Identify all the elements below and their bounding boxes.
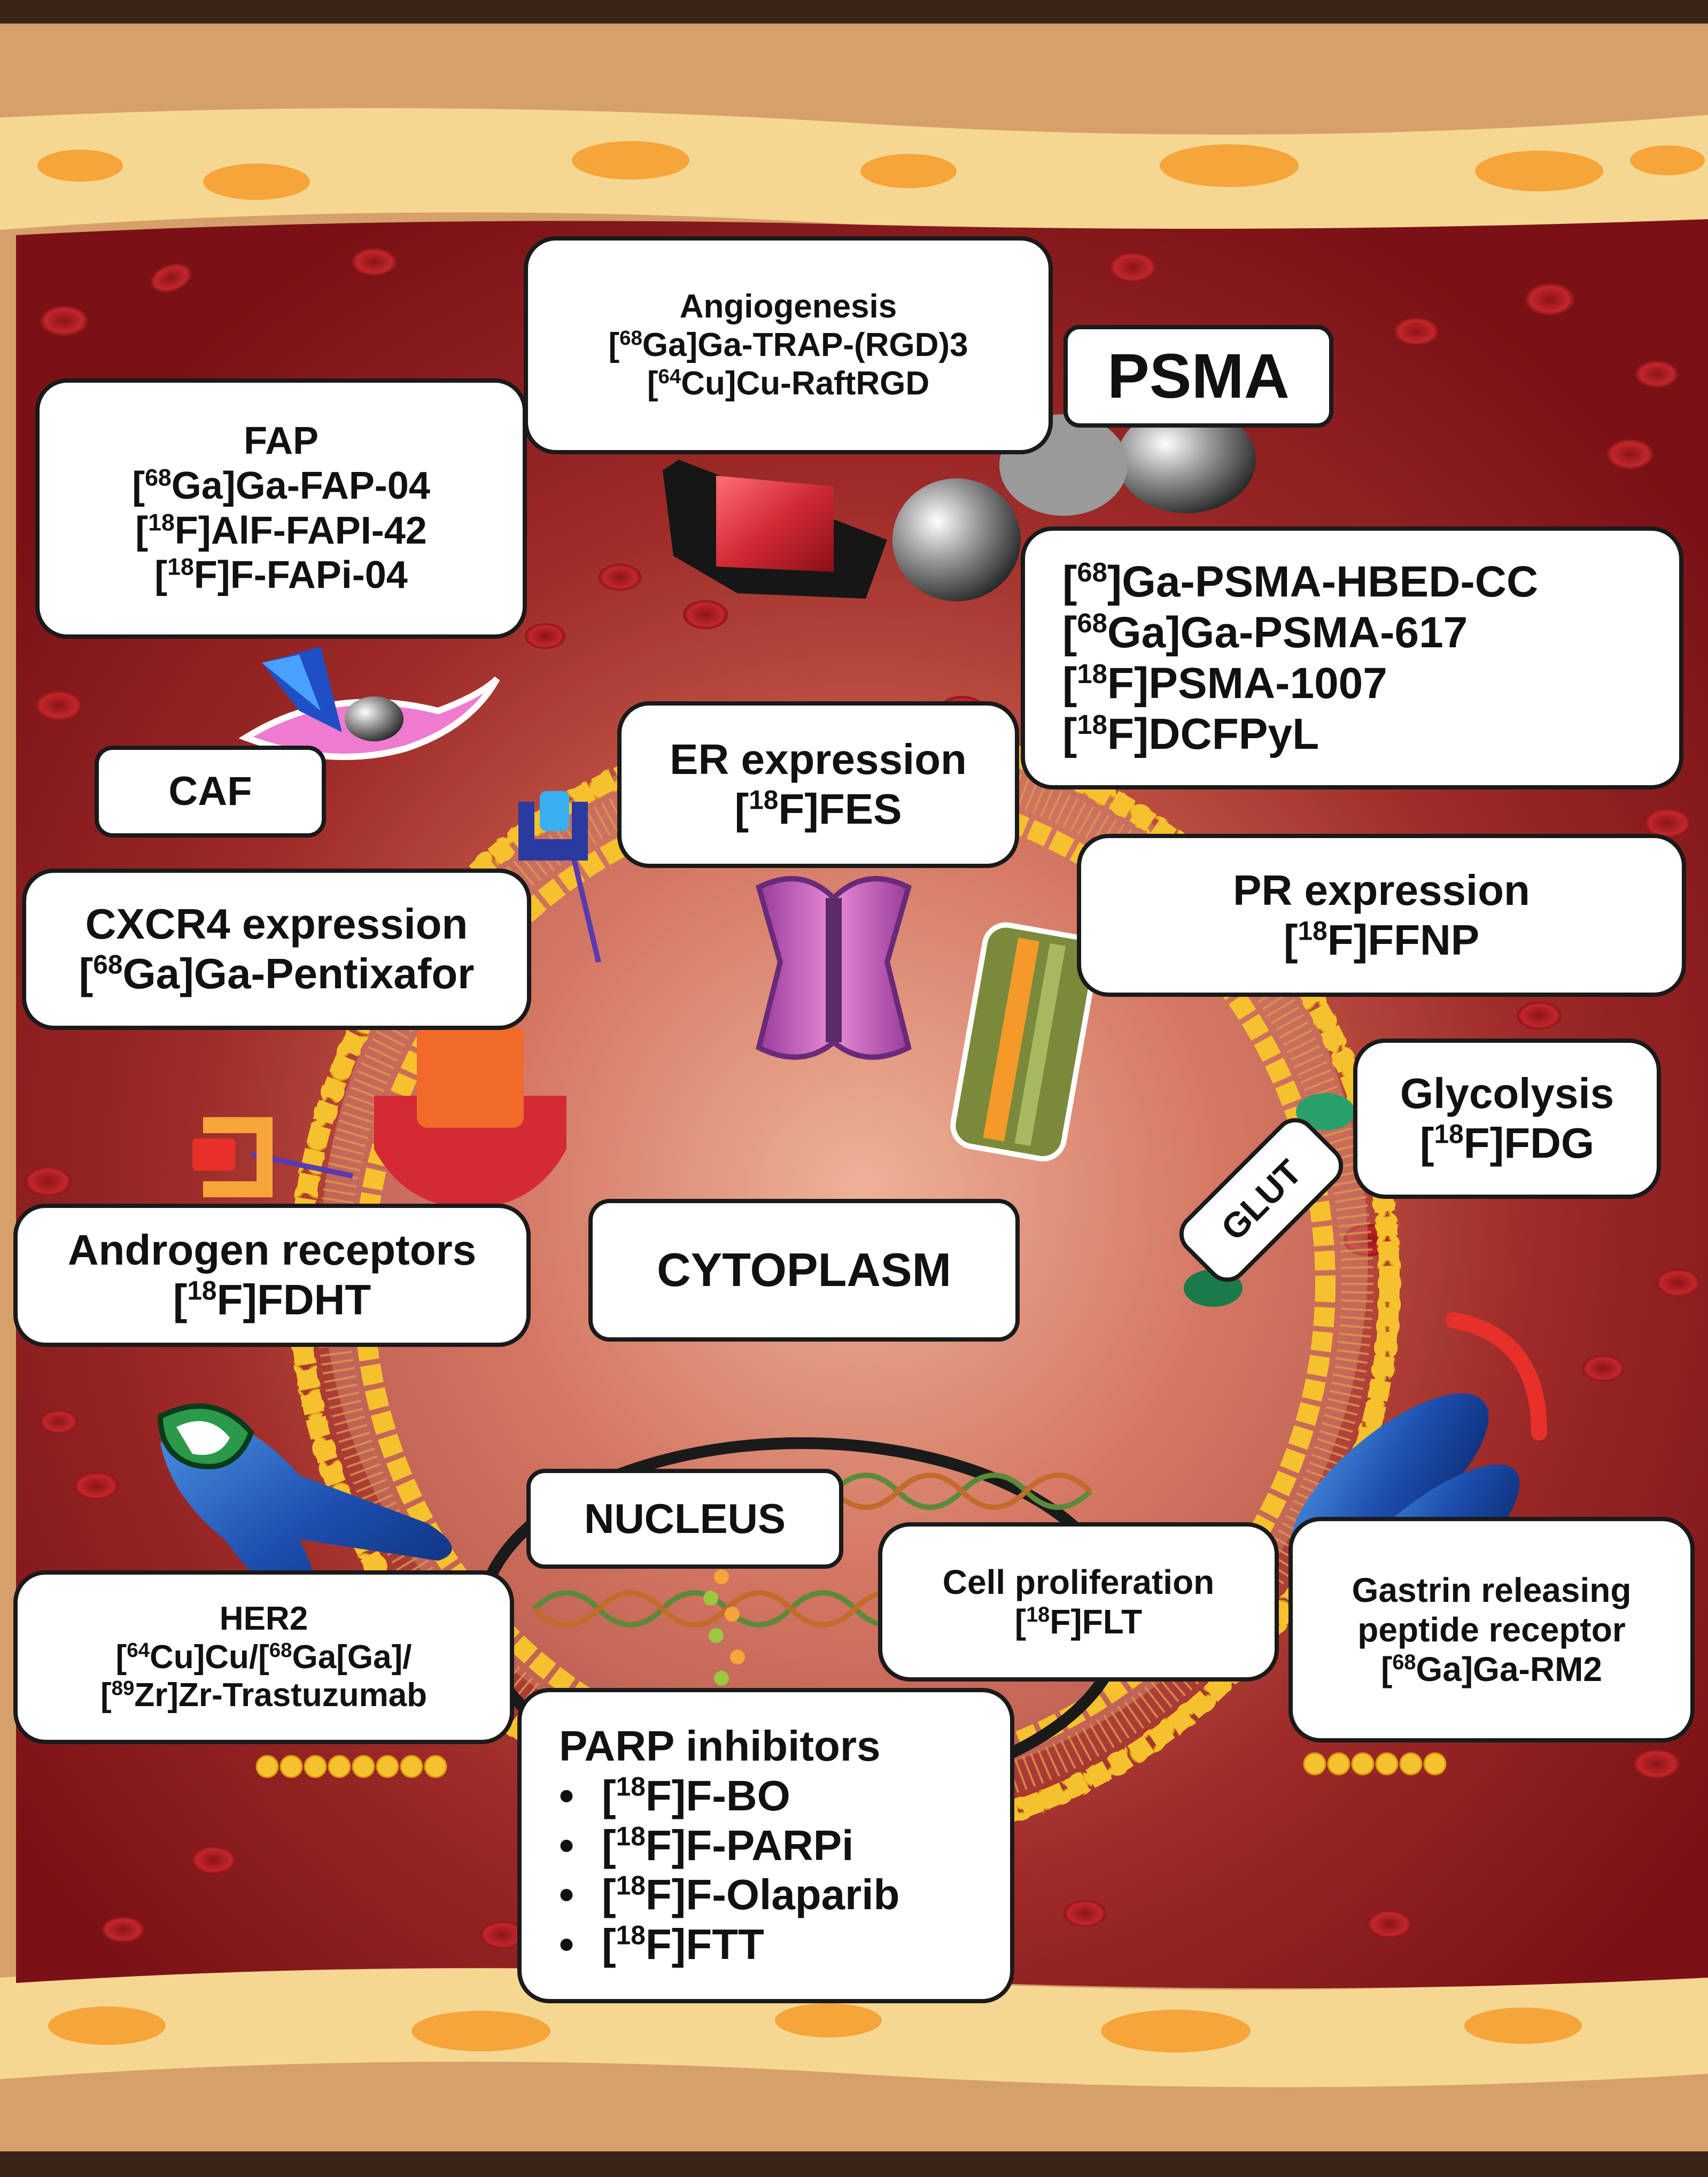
- fat-layer-top: [0, 108, 1708, 238]
- her2-tracer-1: [64Cu]Cu/[68Ga[Ga]/: [115, 1638, 412, 1676]
- fat-globules-bottom: [48, 2003, 1582, 2052]
- fat-globules-top: [37, 141, 1705, 200]
- label-psma-title: PSMA: [1063, 325, 1333, 428]
- pr-title: PR expression: [1233, 866, 1530, 914]
- label-cytoplasm: CYTOPLASM: [588, 1199, 1020, 1342]
- fap-title: FAP: [243, 420, 319, 463]
- fap-tracer-1: [68Ga]Ga-FAP-04: [132, 464, 430, 507]
- psma-tracer-2: [68Ga]Ga-PSMA-617: [1062, 607, 1468, 657]
- parp-item-1: •[18F]F-BO: [559, 1771, 790, 1819]
- er-title: ER expression: [670, 735, 967, 784]
- parp-item-2: •[18F]F-PARPi: [559, 1821, 854, 1869]
- her2-tracer-2: [89Zr]Zr-Trastuzumab: [100, 1677, 428, 1714]
- her2-title: HER2: [219, 1600, 308, 1637]
- grpr-ligand: [1446, 1312, 1547, 1440]
- label-nucleus: NUCLEUS: [526, 1469, 843, 1569]
- nucleotide-dots: [703, 1569, 745, 1686]
- glycolysis-tracer: [18F]FDG: [1419, 1119, 1595, 1167]
- tether-upper: [569, 849, 601, 963]
- parp-item-4: •[18F]FTT: [559, 1920, 764, 1969]
- anchor-receptor-lower: [203, 1117, 273, 1197]
- cxcr4-receptor-core: [417, 1026, 524, 1128]
- psma-sphere-right: [1117, 406, 1256, 513]
- frame-bottom-bar: [0, 2151, 1708, 2177]
- angio-tracer-1: [68Ga]Ga-TRAP-(RGD)3: [608, 326, 968, 364]
- cxcr4-tracer: [68Ga]Ga-Pentixafor: [79, 949, 475, 997]
- cxcr4-title: CXCR4 expression: [85, 900, 468, 948]
- grpr-title-2: peptide receptor: [1357, 1610, 1626, 1649]
- red-blood-cells: [25, 248, 1701, 1949]
- label-pr-expression: PR expression [18F]FFNP: [1077, 834, 1686, 997]
- frame-top-bar: [0, 0, 1708, 24]
- psma-tracer-4: [18F]DCFPyL: [1062, 709, 1319, 759]
- her2-receptor: [160, 1422, 452, 1625]
- label-cell-proliferation: Cell proliferation [18F]FLT: [878, 1522, 1279, 1682]
- grpr-title-1: Gastrin releasing: [1352, 1570, 1632, 1609]
- her2-antibody-light: [176, 1421, 230, 1455]
- glycolysis-title: Glycolysis: [1400, 1070, 1614, 1118]
- anchor-ligand-upper: [540, 791, 569, 831]
- label-her2: HER2 [64Cu]Cu/[68Ga[Ga]/ [89Zr]Zr-Trastu…: [13, 1570, 514, 1744]
- er-tracer: [18F]FES: [734, 785, 902, 833]
- anchor-ligand-lower: [192, 1138, 235, 1171]
- label-er-expression: ER expression [18F]FES: [617, 701, 1019, 868]
- pr-tracer: [18F]FFNP: [1283, 916, 1480, 964]
- fap-tracer-2: [18F]AlF-FAPI-42: [135, 509, 427, 552]
- label-gastrin-releasing-peptide-receptor: Gastrin releasing peptide receptor [68Ga…: [1288, 1517, 1695, 1742]
- androgen-title: Androgen receptors: [67, 1226, 477, 1274]
- label-androgen-receptors: Androgen receptors [18F]FDHT: [13, 1204, 531, 1347]
- angio-tracer-2: [64Cu]Cu-RaftRGD: [647, 365, 930, 402]
- grpr-tracer: [68Ga]Ga-RM2: [1381, 1650, 1602, 1689]
- er-receptor-channel: [826, 898, 842, 1042]
- parp-title: PARP inhibitors: [559, 1722, 881, 1770]
- angio-title: Angiogenesis: [679, 288, 897, 326]
- psma-sphere-left: [892, 478, 1021, 601]
- label-angiogenesis: Angiogenesis [68Ga]Ga-TRAP-(RGD)3 [64Cu]…: [524, 236, 1053, 454]
- fap-receptor-light: [262, 655, 321, 711]
- label-cxcr4-expression: CXCR4 expression [68Ga]Ga-Pentixafor: [22, 869, 531, 1030]
- label-fap: FAP [68Ga]Ga-FAP-04 [18F]AlF-FAPI-42 [18…: [35, 378, 527, 639]
- label-psma-tracers: [68]Ga-PSMA-HBED-CC [68Ga]Ga-PSMA-617 [1…: [1021, 526, 1683, 789]
- label-caf: CAF: [95, 746, 326, 838]
- caf-nucleus: [345, 696, 403, 741]
- androgen-tracer: [18F]FDHT: [173, 1275, 371, 1323]
- label-parp-inhibitors: PARP inhibitors •[18F]F-BO •[18F]F-PARPi…: [517, 1688, 1014, 2003]
- fap-tracer-3: [18F]F-FAPi-04: [154, 554, 408, 597]
- psma-tracer-3: [18F]PSMA-1007: [1062, 658, 1387, 708]
- pr-receptor: [950, 922, 1099, 1161]
- parp-item-3: •[18F]F-Olaparib: [559, 1871, 900, 1919]
- proliferation-tracer: [18F]FLT: [1014, 1602, 1143, 1641]
- integrin-ligand: [716, 476, 834, 572]
- psma-tracer-1: [68]Ga-PSMA-HBED-CC: [1062, 556, 1539, 606]
- glut-cap-top: [1296, 1093, 1355, 1130]
- label-glycolysis: Glycolysis [18F]FDG: [1353, 1039, 1661, 1199]
- proliferation-title: Cell proliferation: [942, 1562, 1215, 1601]
- anchor-receptor-upper: [518, 802, 588, 861]
